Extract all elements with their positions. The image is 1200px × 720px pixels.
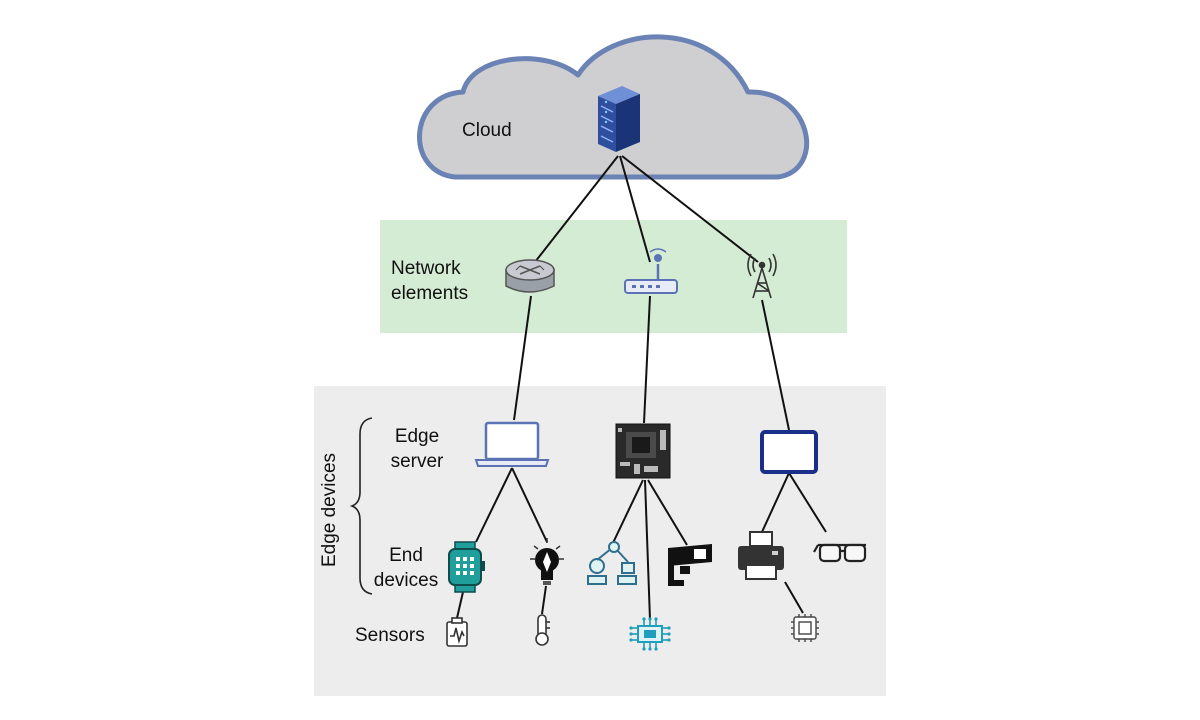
laptop-icon [474,421,550,467]
sensors-label: Sensors [355,625,425,646]
link-tower-tablet [761,299,790,431]
network-elements-label-line2: elements [391,283,469,304]
link-board-camera [647,479,688,546]
link-watch-ecg [456,591,464,619]
link-router-laptop [513,295,532,421]
smartwatch-icon [448,541,485,593]
network-elements-label-line1: Network [391,258,461,279]
edge-devices-label: Edge devices [319,452,340,568]
link-bulb-thermo [541,585,547,615]
link-board-robot [611,479,644,546]
cell-tower-icon [747,253,777,299]
link-cloud-router [534,155,619,263]
tablet-icon [760,430,818,474]
printer-icon [738,531,784,580]
smart-bulb-icon [530,538,564,585]
link-printer-chip [784,581,804,614]
link-tablet-printer [761,472,790,533]
server-rack-icon [598,86,640,152]
chip-icon [629,617,671,651]
thermometer-icon [535,614,550,646]
link-cloud-tower [621,155,759,263]
link-wifi-board [643,295,651,424]
cloud-label: Cloud [462,120,512,141]
router-icon [505,259,555,293]
wifi-router-icon [624,248,678,294]
end-devices-label-line2: devices [373,570,439,591]
edge-server-label: Edge server [386,424,448,474]
edge-server-label-line1: Edge [394,426,440,447]
smart-glasses-icon [813,543,867,563]
security-camera-icon [668,544,712,586]
ecg-sensor-icon [446,617,468,647]
link-tablet-glasses [788,472,827,533]
edge-server-label-line2: server [390,451,444,472]
end-devices-label-line1: End [389,545,423,566]
link-board-chip [644,479,651,621]
end-devices-label: End devices [370,543,442,593]
dev-board-icon [615,423,671,479]
network-elements-band [380,220,847,333]
link-cloud-wifi [619,155,651,263]
edge-devices-brace [349,417,373,595]
robot-arm-icon [587,541,637,585]
connection-lines [456,155,827,621]
network-elements-label: Network elements [391,256,468,306]
link-laptop-watch [475,467,513,543]
link-laptop-bulb [511,467,548,543]
chip-icon [791,614,819,642]
